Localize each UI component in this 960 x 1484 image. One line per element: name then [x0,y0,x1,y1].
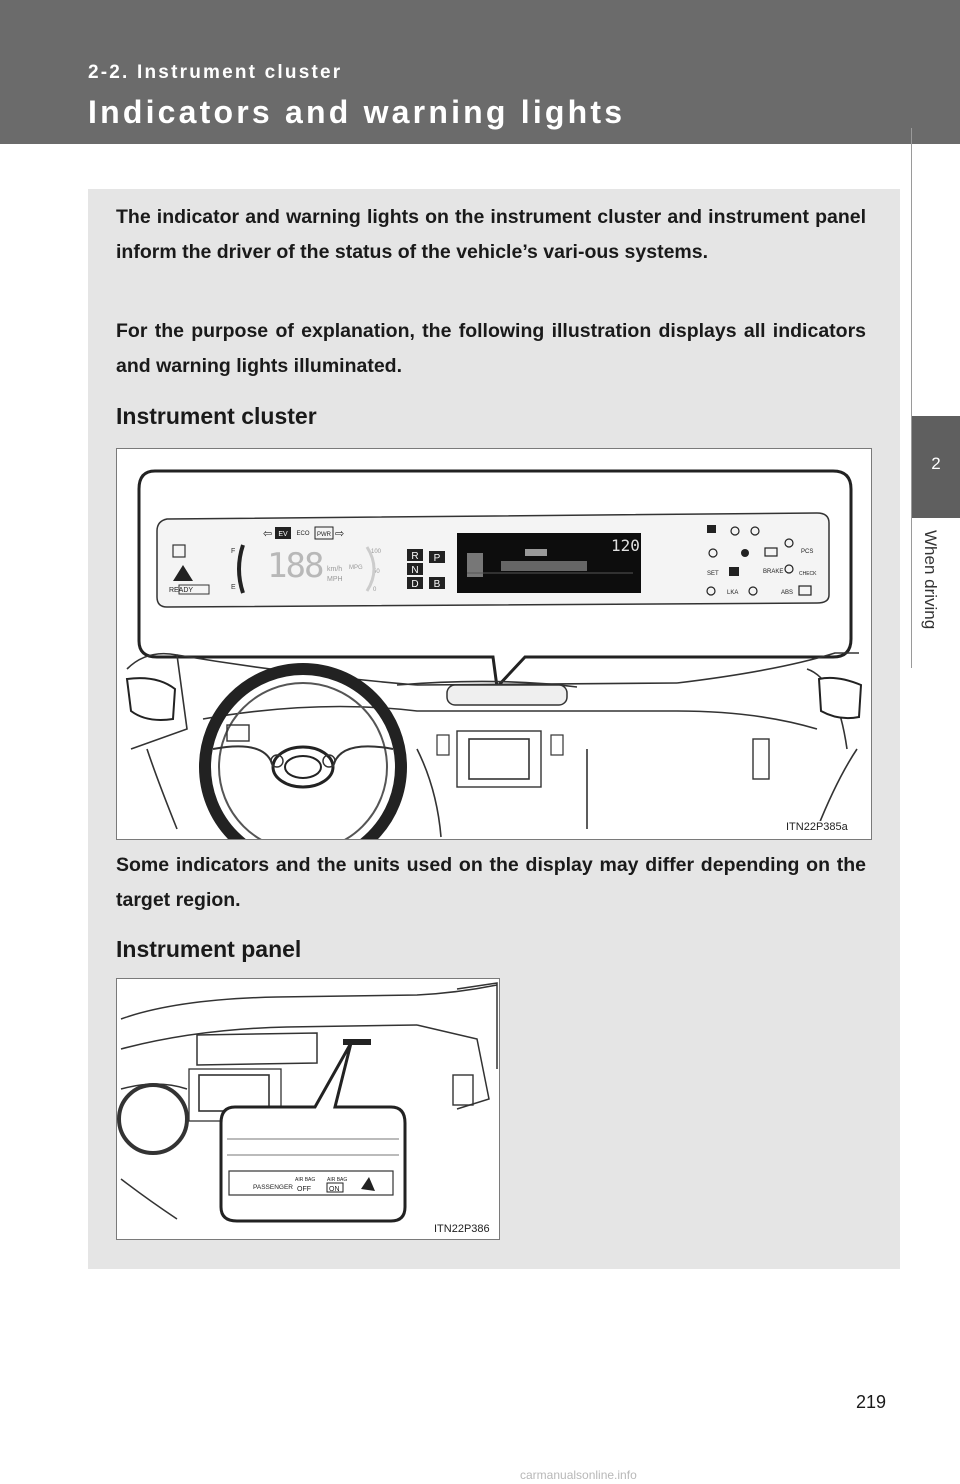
scale-0: 0 [373,587,377,593]
ready-indicator: READY [169,587,193,594]
ev-indicator: EV [278,531,288,538]
fuel-full-label: F [231,548,235,555]
panel-figure-code: ITN22P386 [431,1223,493,1235]
gear-b: B [434,579,441,590]
lka-indicator: LKA [727,590,738,596]
abs-indicator: ABS [781,590,793,596]
check-indicator: CHECK [799,571,817,577]
fuel-empty-label: E [231,584,236,591]
section-label: 2-2. Instrument cluster [88,62,343,83]
panel-illustration: PASSENGER AIR BAG OFF AIR BAG ON [117,982,498,1223]
intro-paragraph: The indicator and warning lights on the … [116,206,866,263]
brake-indicator: BRAKE [763,569,783,575]
speed-unit-mph: MPH [327,576,343,583]
page-title: Indicators and warning lights [88,94,626,130]
set-indicator: SET [707,571,719,577]
panel-heading: Instrument panel [116,936,302,962]
seatbelt-warning-icon [361,1177,375,1191]
cluster-figure: READY F E ⇦ EV ECO PWR ⇨ 188 km/h MPH MP… [116,448,872,840]
odometer-readout: 120 [611,536,640,555]
airbag-on-caption: AIR BAG [327,1177,347,1183]
chapter-number: 2 [931,454,941,473]
chapter-tab: 2 [912,416,960,518]
cluster-figure-code: ITN22P385a [783,821,851,833]
explanation-paragraph: For the purpose of explanation, the foll… [116,320,866,377]
airbag-on-indicator: ON [329,1186,340,1193]
cluster-heading: Instrument cluster [116,403,317,429]
gear-r: R [411,551,418,562]
airbag-off-caption: AIR BAG [295,1177,315,1183]
pwr-indicator: PWR [317,532,332,538]
mpg-label: MPG [349,565,363,571]
scale-100: 100 [371,549,382,555]
svg-text:⇦: ⇦ [263,527,272,540]
panel-figure: PASSENGER AIR BAG OFF AIR BAG ON ITN22P3… [116,978,500,1240]
cluster-illustration: READY F E ⇦ EV ECO PWR ⇨ 188 km/h MPH MP… [125,469,863,839]
gear-p: P [434,553,441,564]
gear-d: D [411,579,418,590]
eco-indicator: ECO [296,531,309,537]
chapter-caption-wrap: When driving [920,530,952,670]
watermark-text: carmanualsonline.info [520,1468,637,1482]
header-band [0,0,960,144]
speed-readout: 188 [267,546,323,586]
page-number: 219 [856,1392,887,1412]
scale-50: 50 [373,569,380,575]
svg-text:⇨: ⇨ [335,527,344,540]
side-divider [911,128,912,668]
chapter-caption: When driving [921,530,940,630]
pcs-indicator: PCS [801,549,813,555]
gear-n: N [411,565,418,576]
passenger-label: PASSENGER [253,1184,293,1191]
speed-unit-kmh: km/h [327,566,342,573]
region-note: Some indicators and the units used on th… [116,854,866,911]
airbag-off-indicator: OFF [297,1186,311,1193]
